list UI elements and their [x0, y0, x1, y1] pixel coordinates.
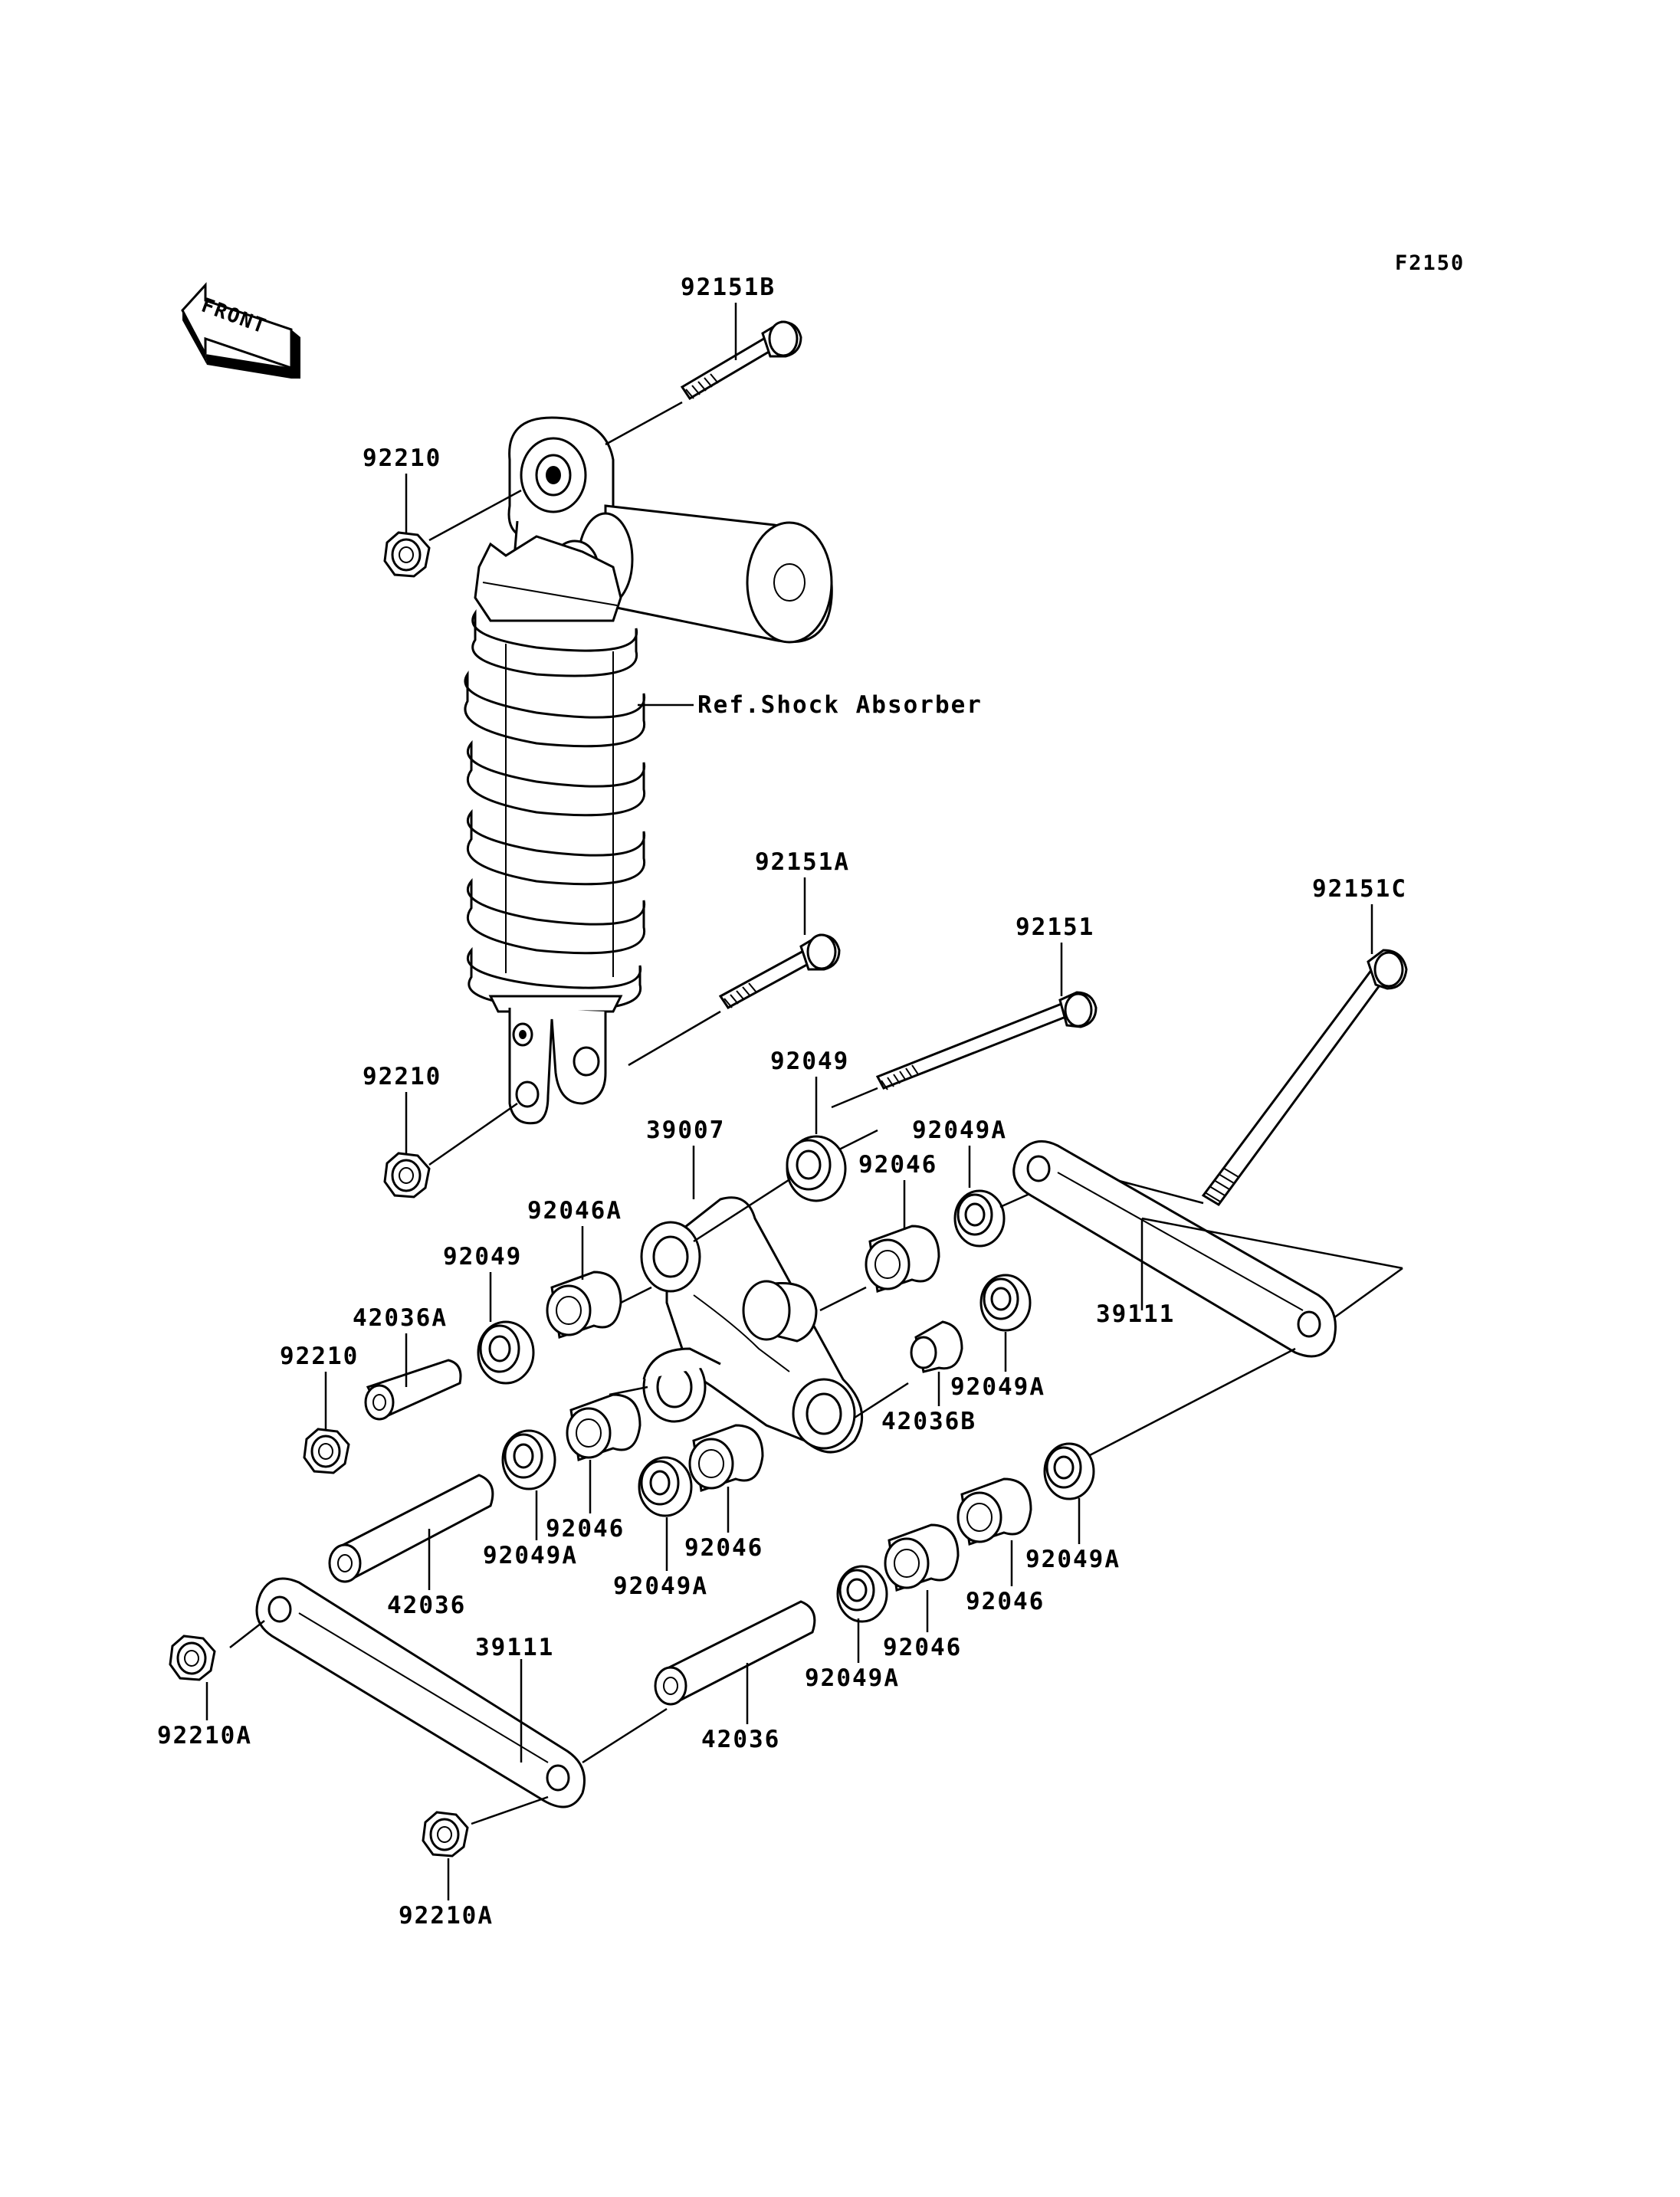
- reference-label-shock-absorber: Ref.Shock Absorber: [697, 691, 983, 719]
- figure-code: F2150: [1395, 251, 1465, 275]
- part-42036-right: [654, 1600, 816, 1706]
- label-92210a-left: 92210A: [157, 1722, 252, 1749]
- label-92210-top: 92210: [363, 444, 441, 472]
- part-92151a: [718, 933, 841, 1009]
- label-92210-mid: 92210: [363, 1063, 441, 1090]
- label-92046-c1: 92046: [546, 1515, 625, 1543]
- label-92049-upper: 92049: [770, 1048, 849, 1075]
- label-92151b: 92151B: [681, 274, 776, 301]
- part-92049-upper: [786, 1135, 847, 1202]
- label-92046a: 92046A: [527, 1197, 622, 1225]
- part-42036-left: [328, 1474, 494, 1583]
- part-92046a: [546, 1271, 622, 1339]
- label-42036a: 42036A: [353, 1304, 448, 1332]
- label-92049a-br2: 92049A: [805, 1664, 900, 1692]
- label-39111-right: 39111: [1096, 1300, 1175, 1328]
- part-92046-upper: [865, 1225, 940, 1293]
- part-92151b: [680, 320, 802, 401]
- label-92046-c2: 92046: [684, 1534, 763, 1562]
- part-92049-left: [477, 1320, 535, 1385]
- part-92046-br1: [956, 1477, 1032, 1546]
- label-92151a: 92151A: [755, 848, 850, 876]
- label-42036b: 42036B: [881, 1408, 976, 1435]
- part-92049a-br2: [836, 1565, 888, 1623]
- part-92151c: [1201, 949, 1408, 1206]
- part-92046-br2: [884, 1523, 960, 1592]
- label-92210-left: 92210: [280, 1343, 359, 1370]
- label-92049a-c2: 92049A: [613, 1572, 708, 1600]
- front-arrow-icon: FRONT: [181, 282, 300, 379]
- label-92049a-r2: 92049A: [950, 1373, 1045, 1401]
- label-92046-br2: 92046: [883, 1634, 962, 1661]
- part-39111-left: [255, 1577, 586, 1808]
- part-92046-c1: [566, 1393, 641, 1461]
- part-92049a-c1: [501, 1429, 556, 1490]
- part-92210a-left: [169, 1635, 216, 1681]
- label-92049a-br1: 92049A: [1025, 1546, 1121, 1573]
- part-92210-mid: [383, 1152, 431, 1199]
- label-92049-left: 92049: [443, 1243, 522, 1271]
- label-92049a-r1: 92049A: [912, 1117, 1007, 1144]
- part-92210a-bottom: [422, 1811, 469, 1858]
- part-92049a-r1: [953, 1189, 1006, 1248]
- label-92210a-bottom: 92210A: [399, 1902, 494, 1930]
- part-92210-left: [303, 1428, 350, 1474]
- part-42036b: [910, 1320, 963, 1373]
- part-92049a-br1: [1043, 1442, 1095, 1500]
- label-42036-left: 42036: [387, 1592, 466, 1619]
- part-92049a-c2: [638, 1456, 693, 1517]
- part-39111-right: [1012, 1139, 1337, 1358]
- part-92210-top: [383, 531, 431, 578]
- label-92046-upper: 92046: [858, 1151, 937, 1179]
- label-92049a-c1: 92049A: [483, 1542, 578, 1569]
- part-39007: [640, 1196, 864, 1454]
- shock-absorber: [464, 416, 833, 1125]
- part-92046-c2: [688, 1424, 764, 1492]
- part-42036a: [364, 1359, 462, 1421]
- part-92151: [875, 991, 1098, 1090]
- label-39111-left: 39111: [475, 1634, 554, 1661]
- part-92049a-r2: [979, 1274, 1032, 1332]
- label-92151c: 92151C: [1312, 875, 1407, 903]
- label-92046-br1: 92046: [966, 1588, 1045, 1615]
- label-39007: 39007: [646, 1117, 725, 1144]
- label-92151: 92151: [1016, 913, 1094, 941]
- label-42036-right: 42036: [701, 1726, 780, 1753]
